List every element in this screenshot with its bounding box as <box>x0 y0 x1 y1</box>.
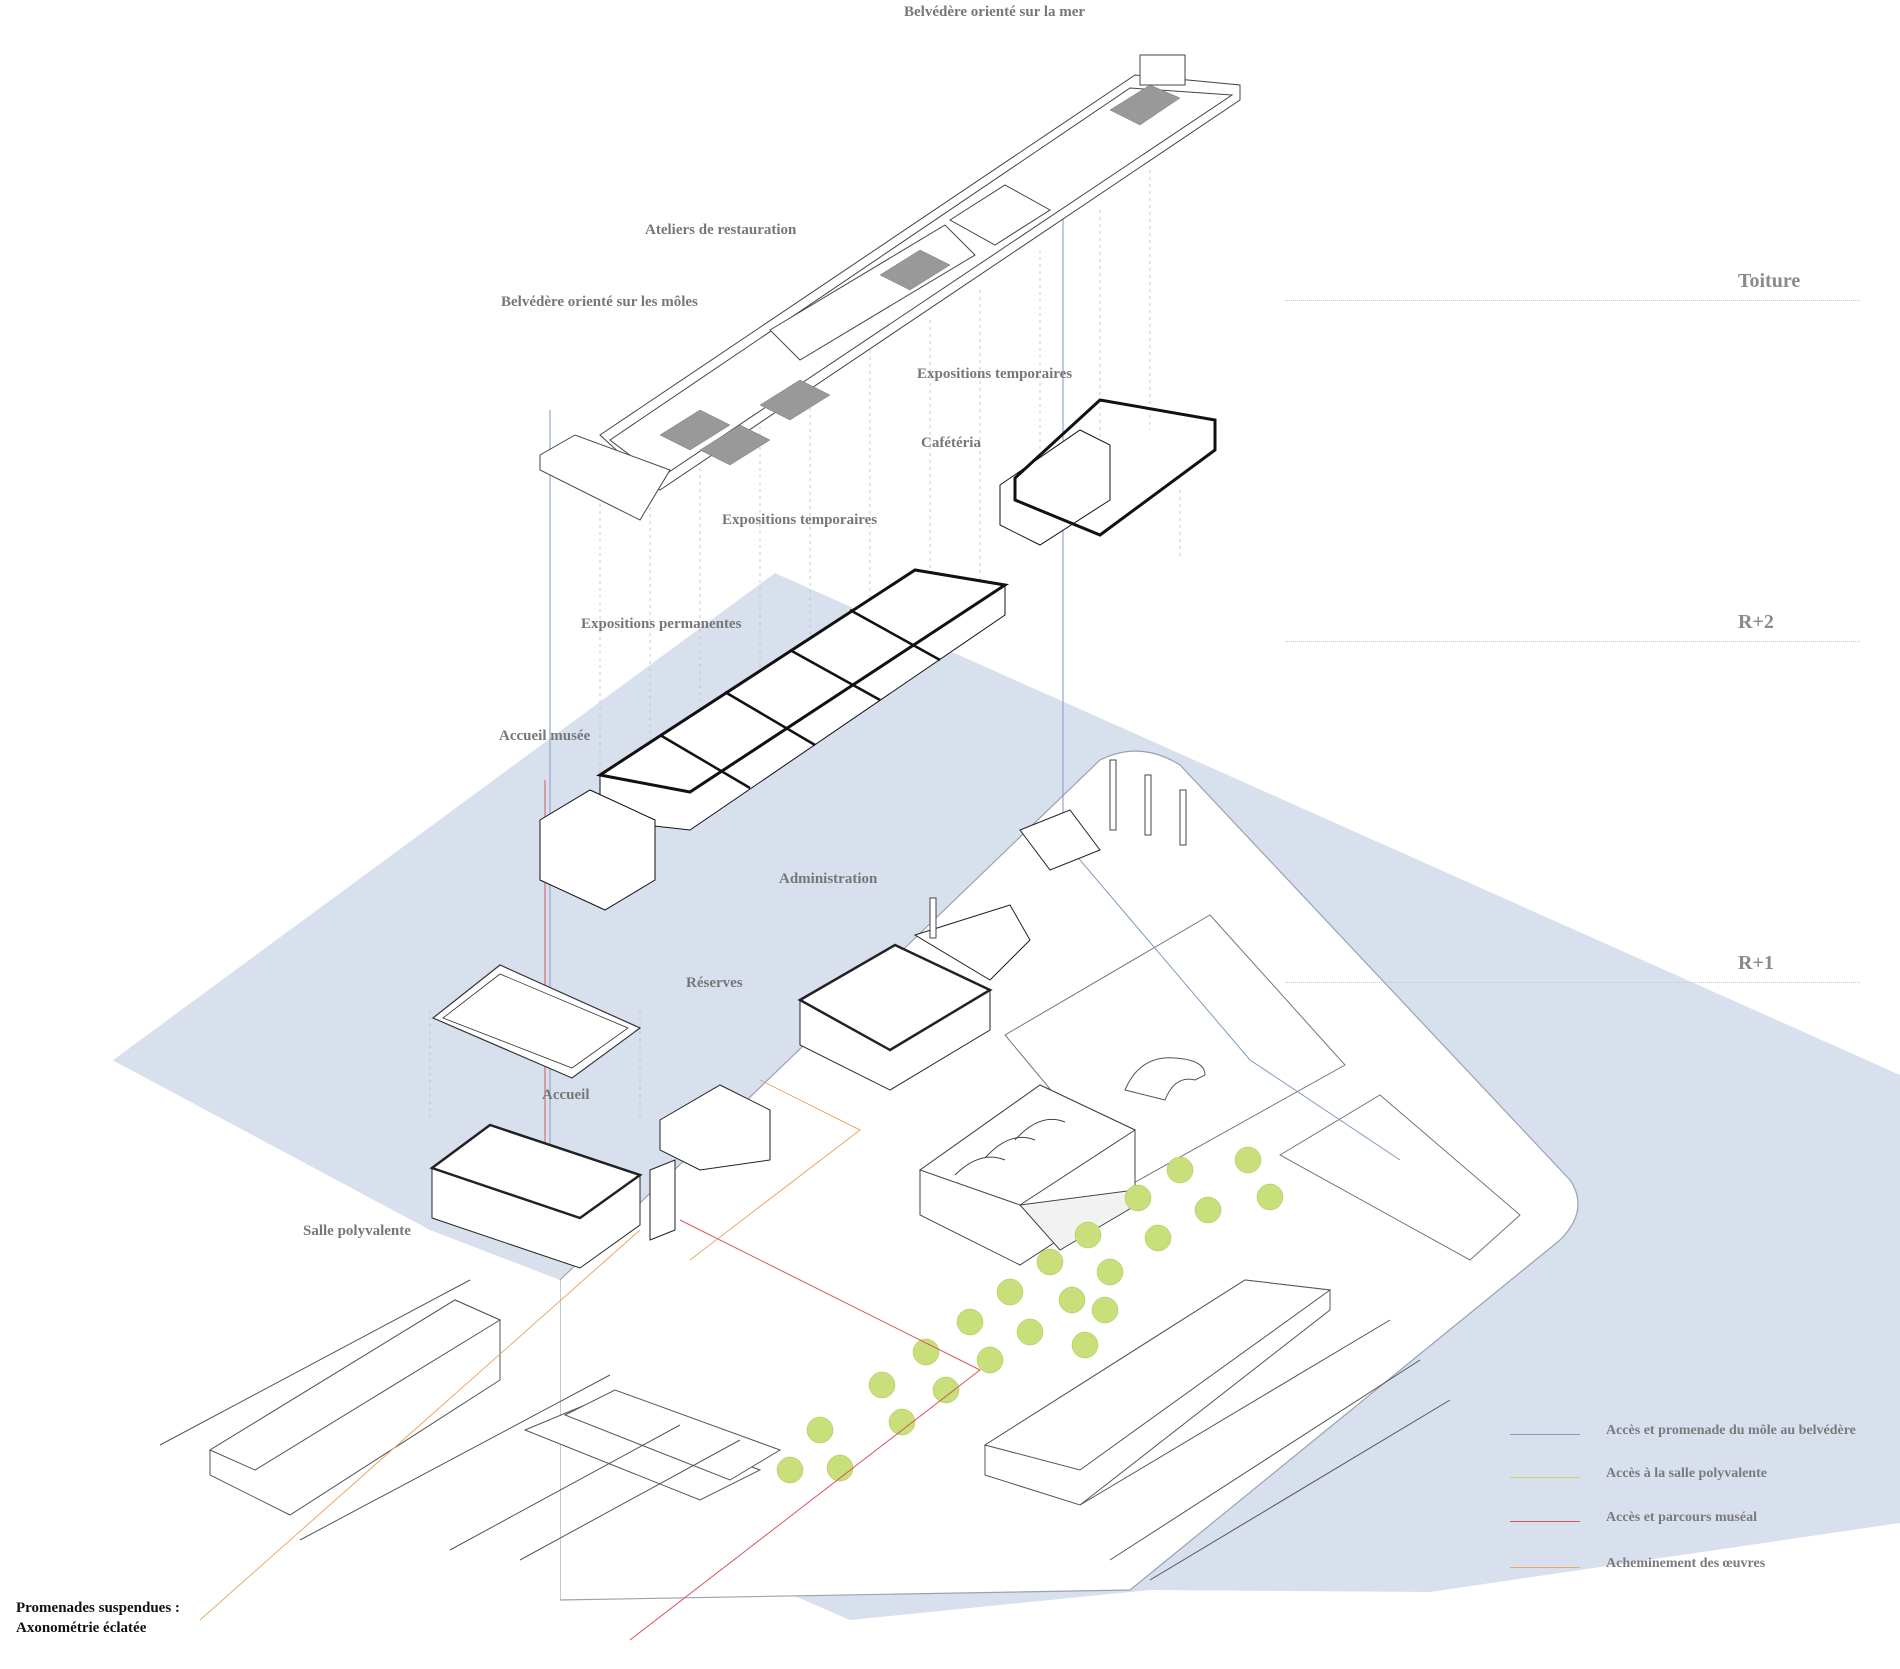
label-belvedere-mer: Belvédère orienté sur la mer <box>904 4 1086 20</box>
level-toiture: Toiture <box>1738 270 1801 292</box>
legend-item: Accès et parcours muséal <box>1510 1510 1900 1534</box>
legend-label: Accès à la salle polyvalente <box>1606 1466 1767 1481</box>
label-ateliers: Ateliers de restauration <box>645 222 797 238</box>
label-accueil-musee: Accueil musée <box>499 728 591 744</box>
trees <box>776 1146 1284 1484</box>
caption-line-2: Axonométrie éclatée <box>16 1620 147 1636</box>
roof-solar-panels <box>659 84 1181 466</box>
legend-item: Accès et promenade du môle au belvédère <box>1510 1423 1900 1447</box>
legend-label: Accès et parcours muséal <box>1606 1510 1757 1525</box>
level-r1-line <box>1285 982 1860 983</box>
vaulted-hall <box>918 1084 1146 1266</box>
label-expo-perm: Expositions permanentes <box>581 616 742 632</box>
level-r2: R+2 <box>1738 611 1774 633</box>
pavilion <box>1124 1057 1206 1101</box>
caption-line-1: Promenades suspendues : <box>16 1600 180 1616</box>
level-r1: R+1 <box>1738 952 1774 974</box>
label-expo-temp-2: Expositions temporaires <box>722 512 878 528</box>
legend-swatch-orange <box>1510 1567 1580 1568</box>
label-reserves: Réserves <box>686 975 743 991</box>
label-cafeteria: Cafétéria <box>921 435 981 451</box>
legend-swatch-yellow <box>1510 1477 1580 1478</box>
level-r2-line <box>1285 641 1860 642</box>
label-administration: Administration <box>779 871 878 887</box>
reception-slab <box>431 964 642 1079</box>
label-accueil: Accueil <box>542 1087 590 1103</box>
legend-swatch-blue <box>1510 1434 1580 1435</box>
label-belvedere-moles: Belvédère orienté sur les môles <box>501 294 698 310</box>
legend-label: Acheminement des œuvres <box>1606 1556 1766 1571</box>
long-sheds-right <box>983 1279 1451 1581</box>
roof-slab <box>539 54 1241 521</box>
label-salle-polyvalente: Salle polyvalente <box>303 1223 411 1239</box>
legend-swatch-red <box>1510 1521 1580 1522</box>
label-expo-temp-1: Expositions temporaires <box>917 366 1073 382</box>
legend-item: Accès à la salle polyvalente <box>1510 1466 1900 1490</box>
legend-item: Acheminement des œuvres <box>1510 1556 1900 1580</box>
vertical-connectors <box>429 170 1181 1120</box>
ground-buildings <box>429 809 1101 1269</box>
r2-galleries <box>539 398 1217 911</box>
legend-label: Accès et promenade du môle au belvédère <box>1606 1423 1856 1438</box>
warehouse-sheds <box>159 1279 782 1561</box>
level-toiture-line <box>1285 300 1860 301</box>
